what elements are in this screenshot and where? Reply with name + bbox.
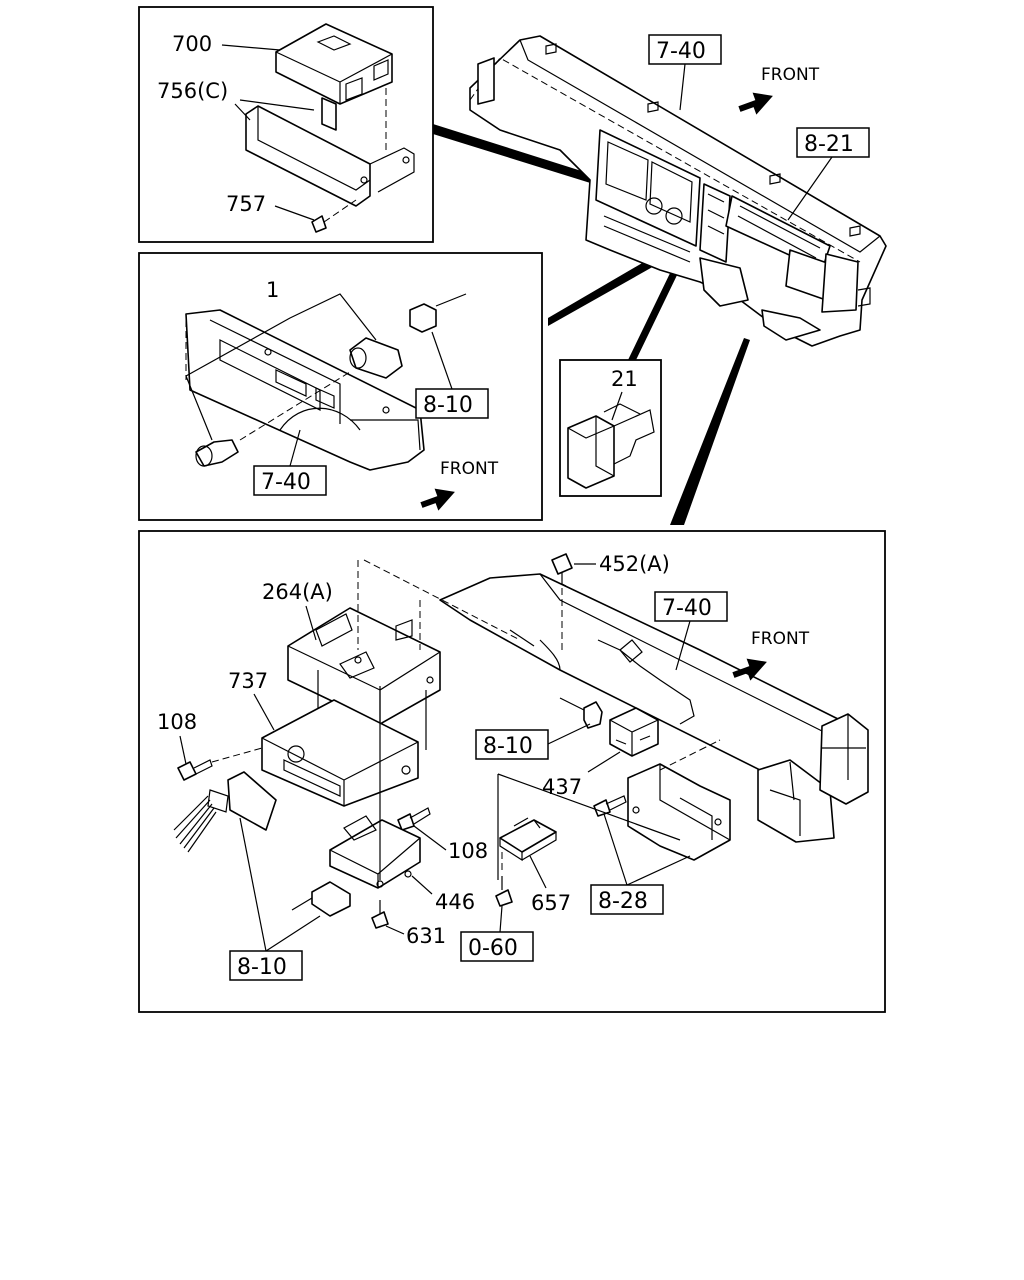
- screw-631: [371, 900, 389, 929]
- ref-8-10-low-a: 8-10: [483, 734, 533, 759]
- lead-7-40-top: [679, 63, 686, 111]
- detail-panel-switch: [559, 359, 662, 497]
- lead-0-60-bracket: [497, 773, 681, 880]
- bolt-108-a: [177, 747, 263, 781]
- ref-8-10-mid: 8-10: [423, 393, 473, 418]
- callout-1: 1: [266, 278, 279, 302]
- ref-box-8-10-mid: [415, 388, 489, 419]
- screw-757: [311, 199, 357, 233]
- ref-8-10-low-b: 8-10: [237, 955, 287, 980]
- control-unit-700: [275, 23, 393, 105]
- lead-437: [587, 751, 621, 773]
- lead-737: [253, 693, 275, 731]
- lead-7-40-low: [675, 620, 691, 671]
- ref-box-7-40-mid: [253, 465, 327, 496]
- cross-member-beam: [439, 573, 869, 843]
- bolt-452a: [551, 553, 573, 650]
- wire-harness-connector: [173, 771, 277, 853]
- dash-264a: [357, 559, 521, 650]
- ref-box-8-28: [590, 884, 664, 915]
- callout-757: 757: [226, 192, 266, 216]
- cigar-lighter: [195, 337, 403, 467]
- module-446: [329, 815, 421, 889]
- instrument-panel-assembly: [469, 35, 887, 347]
- connector-8-10-relay: [559, 697, 603, 729]
- lead-631: [385, 925, 405, 935]
- bolt-0-60: [495, 850, 513, 907]
- ref-7-40-low: 7-40: [662, 596, 712, 621]
- lead-108-a: [179, 735, 187, 765]
- ref-box-7-40-top: [648, 34, 722, 65]
- leader-wedge-bottom: [670, 338, 750, 525]
- ref-box-8-21: [796, 127, 870, 158]
- ref-0-60: 0-60: [468, 936, 518, 961]
- bracket-657: [499, 817, 557, 862]
- bolt-8-28: [593, 795, 627, 817]
- leader-wedge-top: [433, 124, 610, 186]
- lead-21: [611, 391, 623, 421]
- callout-437: 437: [542, 775, 582, 799]
- connector-8-10-low: [291, 881, 351, 917]
- dash-lighter: [185, 320, 351, 441]
- front-arrow-low: FRONT: [732, 629, 810, 681]
- lead-8-21: [787, 156, 833, 221]
- ref-box-8-10-low-a: [475, 729, 549, 760]
- lead-0-60: [499, 905, 503, 933]
- lead-264a: [305, 605, 317, 641]
- lead-108-b: [413, 825, 447, 851]
- connector-1: [409, 293, 467, 333]
- relay-437: [609, 707, 659, 757]
- lead-756c: [234, 99, 315, 121]
- ref-7-40-top: 7-40: [656, 39, 706, 64]
- lead-8-10-low-a: [547, 723, 591, 745]
- lead-8-10-low-b: [239, 817, 321, 952]
- callout-108-a: 108: [157, 710, 197, 734]
- lead-700: [221, 44, 281, 51]
- bracket-8-28: [627, 739, 731, 861]
- bracket-756c: [245, 97, 415, 207]
- lead-7-40-mid: [289, 429, 301, 467]
- front-label-top: FRONT: [761, 65, 820, 85]
- callout-446: 446: [435, 890, 475, 914]
- callout-108-b: 108: [448, 839, 488, 863]
- callout-657: 657: [531, 891, 571, 915]
- leader-wedge-middle: [548, 248, 672, 326]
- lead-757: [274, 205, 315, 221]
- detail-panel-bottom: [138, 530, 886, 1013]
- callout-756c: 756(C): [157, 79, 228, 103]
- callout-631: 631: [406, 924, 446, 948]
- callout-737: 737: [228, 669, 268, 693]
- lead-446: [411, 875, 433, 895]
- front-arrow-mid: FRONT: [420, 459, 499, 511]
- ref-7-40-mid: 7-40: [261, 470, 311, 495]
- switch-21: [567, 403, 655, 489]
- front-label-low: FRONT: [751, 629, 810, 649]
- ref-box-0-60: [460, 931, 534, 962]
- switch-bezel-panel: [185, 309, 425, 471]
- detail-panel-middle: [138, 252, 543, 521]
- ref-8-21: 8-21: [804, 132, 854, 157]
- callout-21: 21: [611, 367, 638, 391]
- ref-box-7-40-low: [654, 591, 728, 622]
- lead-657: [529, 855, 547, 889]
- front-label-mid: FRONT: [440, 459, 499, 479]
- callout-452a: 452(A): [599, 552, 670, 576]
- front-arrow-top: FRONT: [738, 65, 820, 115]
- callout-264a: 264(A): [262, 580, 333, 604]
- callout-700: 700: [172, 32, 212, 56]
- ref-8-28: 8-28: [598, 889, 648, 914]
- lead-8-28: [603, 813, 691, 886]
- lead-8-10-mid: [431, 331, 453, 390]
- ecu-737: [261, 699, 419, 807]
